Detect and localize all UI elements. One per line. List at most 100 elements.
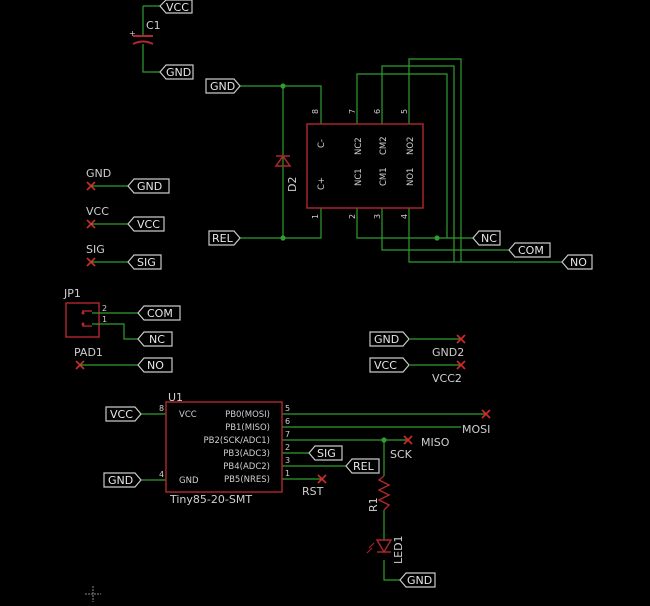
net-label-relay-rel[interactable]: REL — [208, 230, 241, 246]
net-label-text: GND — [137, 180, 162, 193]
nc-label: MOSI — [462, 423, 490, 436]
u1-inner-gnd: GND — [179, 476, 199, 486]
pad-vcc2[interactable]: VCC VCC2 — [369, 357, 466, 385]
connector-jp1[interactable]: JP1 2 1 — [63, 287, 138, 340]
u1-pin-label: PB5(NRES) — [224, 475, 270, 485]
net-label-text: VCC — [110, 408, 133, 421]
relay-pin-number: 8 — [311, 109, 320, 114]
pad-name: VCC2 — [432, 372, 462, 385]
diode-d2[interactable]: D2 — [274, 154, 299, 192]
pad-vcc[interactable]: VCC VCC — [86, 205, 165, 232]
relay-inner-label: NC1 — [354, 168, 364, 186]
u1-inner-vcc: VCC — [179, 410, 197, 420]
pad-gnd[interactable]: GND GND — [86, 167, 170, 194]
net-label-led-gnd[interactable]: GND — [399, 572, 436, 588]
u1-pin-number: 7 — [285, 430, 290, 439]
net-label-jp1-com[interactable]: COM — [137, 305, 181, 321]
ic-u1[interactable]: U1 VCC GND 8 4 PB0(MOSI) PB1(MISO) PB2(S… — [159, 391, 290, 506]
relay-inner-label: CM2 — [379, 136, 389, 155]
net-label-u1-sig[interactable]: SIG — [308, 445, 343, 461]
net-label-text: NO — [147, 359, 164, 372]
relay-inner-label: NO1 — [406, 168, 416, 186]
led1-name: LED1 — [392, 535, 405, 564]
net-label-u1-gnd[interactable]: GND — [103, 472, 142, 488]
c1-name: C1 — [146, 19, 161, 32]
nc-label: MISO — [421, 436, 450, 449]
sck-label: SCK — [390, 448, 413, 461]
jp1-pin-number: 2 — [102, 304, 107, 313]
nc-mosi[interactable]: MOSI — [462, 409, 491, 436]
net-label-text: GND — [407, 574, 432, 587]
nc-label: RST — [302, 485, 324, 498]
led-led1[interactable]: LED1 — [366, 535, 405, 564]
net-label-text: VCC — [374, 359, 397, 372]
net-label-text: COM — [147, 307, 173, 320]
d2-name: D2 — [286, 177, 299, 192]
pad-pad1[interactable]: PAD1 NO — [74, 346, 173, 373]
u1-pin-number: 4 — [159, 470, 164, 479]
u1-pin-number: 8 — [159, 404, 164, 413]
pad-sig[interactable]: SIG SIG — [86, 243, 162, 270]
relay-pin-number: 4 — [400, 214, 409, 219]
net-label-text: SIG — [317, 447, 336, 460]
u1-part-number: Tiny85-20-SMT — [169, 493, 252, 506]
nc-miso[interactable]: MISO — [403, 435, 450, 449]
net-label-relay-nc[interactable]: NC — [472, 230, 501, 246]
resistor-r1[interactable]: R1 — [367, 475, 391, 512]
net-label-text: GND — [374, 333, 399, 346]
c1-plus: + — [129, 29, 136, 38]
pad-name: PAD1 — [74, 346, 103, 359]
pad-name: GND — [86, 167, 111, 180]
net-label-u1-rel[interactable]: REL — [345, 458, 380, 474]
net-label-text: NO — [570, 256, 587, 269]
u1-pin-label: PB0(MOSI) — [225, 410, 270, 420]
pad-name: GND2 — [432, 346, 464, 359]
net-label-text: GND — [210, 80, 235, 93]
relay-inner-label: C- — [317, 139, 327, 148]
net-label-text: NC — [149, 333, 165, 346]
relay-inner-label: NC2 — [354, 137, 364, 155]
relay-pin-number: 1 — [311, 214, 320, 219]
u1-pin-label: PB3(ADC3) — [223, 449, 270, 459]
origin-crosshair-icon — [85, 586, 101, 602]
relay-wires — [240, 58, 562, 263]
net-label-c1-gnd[interactable]: GND — [159, 64, 194, 80]
relay-inner-label: NO2 — [406, 137, 416, 155]
u1-pin-number: 5 — [285, 404, 290, 413]
net-label-c1-vcc[interactable]: VCC — [159, 0, 193, 14]
relay-pin-number: 2 — [348, 214, 357, 219]
net-label-relay-com[interactable]: COM — [508, 242, 551, 258]
net-label-text: NC — [481, 232, 497, 245]
relay-pin-number: 3 — [373, 214, 382, 219]
jp1-name: JP1 — [63, 287, 81, 300]
u1-pin-number: 6 — [285, 417, 290, 426]
u1-pin-number: 1 — [285, 469, 290, 478]
u1-wires — [141, 413, 486, 581]
nc-rst[interactable]: RST — [302, 474, 327, 498]
net-label-text: GND — [166, 66, 191, 79]
net-label-jp1-nc[interactable]: NC — [137, 331, 173, 347]
net-label-relay-no[interactable]: NO — [561, 254, 593, 270]
r1-name: R1 — [367, 497, 380, 512]
relay-pin-number: 5 — [400, 109, 409, 114]
net-label-u1-vcc[interactable]: VCC — [105, 406, 142, 422]
net-label-text: VCC — [137, 218, 160, 231]
net-label-text: GND — [108, 474, 133, 487]
net-label-text: REL — [353, 460, 375, 473]
net-label-text: COM — [518, 244, 544, 257]
net-label-text: VCC — [166, 1, 189, 14]
capacitor-c1[interactable]: C1 + — [129, 5, 161, 73]
net-label-text: SIG — [137, 256, 156, 269]
relay-inner-label: CM1 — [379, 167, 389, 186]
u1-name: U1 — [168, 391, 183, 404]
pad-gnd2[interactable]: GND GND2 — [369, 331, 466, 359]
relay-inner-label: C+ — [317, 177, 327, 190]
u1-pin-label: PB4(ADC2) — [223, 462, 270, 472]
relay-pin-number: 7 — [348, 109, 357, 114]
net-label-relay-gnd[interactable]: GND — [205, 78, 241, 94]
relay-body[interactable]: C- C+ NC2 NC1 CM2 CM1 NO2 NO1 8 7 6 5 1 … — [306, 109, 424, 219]
pad-name: SIG — [86, 243, 105, 256]
pad-name: VCC — [86, 205, 109, 218]
jp1-pin-number: 1 — [102, 315, 107, 324]
